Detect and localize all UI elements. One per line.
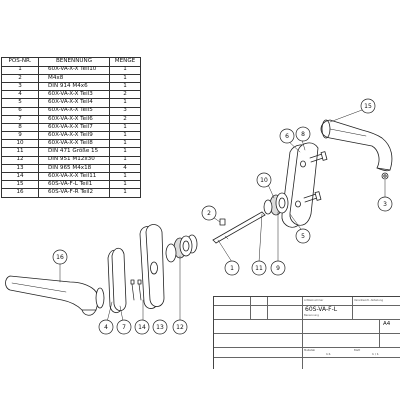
callout-10 — [256, 172, 272, 188]
callout-leaders — [59, 109, 386, 327]
spindle-bushing-right — [263, 192, 289, 216]
callout-13 — [152, 319, 168, 335]
title-block-field-4: Maßstab — [304, 349, 316, 352]
callout-balloons — [52, 98, 393, 335]
set-screw-right — [381, 172, 389, 180]
callout-11 — [251, 260, 267, 276]
callout-12 — [172, 319, 188, 335]
callout-label-8: 8 — [301, 131, 305, 138]
callout-label-12: 12 — [176, 324, 184, 331]
callout-label-14: 14 — [138, 324, 146, 331]
lever-handle-right — [320, 119, 393, 172]
callout-3 — [377, 196, 393, 212]
callout-2 — [201, 205, 217, 221]
rosette-plate-left — [107, 224, 165, 314]
callout-label-15: 15 — [364, 103, 372, 110]
callout-label-10: 10 — [260, 177, 268, 184]
title-block: Artikelnummer Benennung Verantwortl. Abt… — [213, 296, 400, 369]
rosette-plate-right — [281, 142, 319, 228]
square-spindle — [212, 211, 266, 244]
spindle-bushing-left — [165, 234, 198, 263]
callout-label-13: 13 — [156, 324, 164, 331]
callout-label-16: 16 — [56, 254, 64, 261]
callout-8 — [295, 126, 311, 142]
plate-screws-right — [303, 151, 328, 203]
grub-screw — [219, 218, 226, 226]
callout-label-2: 2 — [207, 210, 211, 217]
callout-label-3: 3 — [383, 201, 387, 208]
callout-label-9: 9 — [276, 265, 280, 272]
callout-14 — [134, 319, 150, 335]
callout-label-1: 1 — [230, 265, 234, 272]
callout-labels: 1 2 3 4 5 6 7 8 9 10 11 12 13 14 15 16 — [56, 103, 387, 331]
callout-4 — [98, 319, 114, 335]
drawing-title: 60S-VA-F-L — [305, 306, 338, 313]
plate-screws-left — [130, 279, 142, 301]
callout-label-5: 5 — [301, 233, 305, 240]
title-block-field-5: Blatt — [354, 349, 361, 352]
title-block-value-1: 1:1 — [326, 352, 331, 356]
title-block-field-2: Benennung — [304, 314, 319, 317]
callout-label-7: 7 — [122, 324, 126, 331]
callout-16 — [52, 249, 68, 265]
title-block-value-2: 1 / 1 — [372, 352, 379, 356]
callout-15 — [360, 98, 376, 114]
callout-7 — [116, 319, 132, 335]
callout-label-4: 4 — [104, 324, 108, 331]
callout-9 — [270, 260, 286, 276]
title-block-field-3: Verantwortl. Abteilung — [354, 299, 384, 302]
callout-1 — [224, 260, 240, 276]
callout-label-6: 6 — [285, 133, 289, 140]
lever-handle-left — [5, 275, 105, 316]
cell-qty: 1 — [109, 188, 141, 198]
sheet-size: A4 — [383, 321, 391, 327]
callout-5 — [295, 228, 311, 244]
callout-label-11: 11 — [255, 265, 263, 272]
title-block-field-1: Artikelnummer — [304, 299, 324, 302]
callout-6 — [279, 128, 295, 144]
parts-list-header: POS-NR. BENENNUNG MENGE — [1, 57, 141, 67]
